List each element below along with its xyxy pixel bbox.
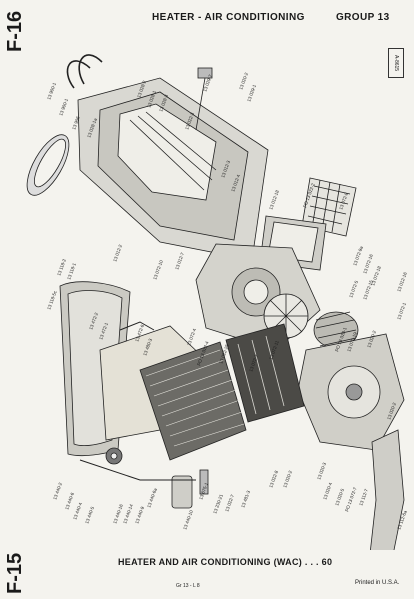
part-label-p25: 13 012-7 — [174, 251, 185, 270]
section-code-bottom: F-15 — [4, 552, 26, 594]
part-label-p40: 13 472-6 — [134, 323, 145, 342]
part-label-p56: 13 020-2 — [282, 469, 293, 488]
part-label-p20: 13 072-15 — [362, 279, 374, 300]
part-label-p53: 13 022-7 — [224, 493, 235, 512]
part-label-p55: 13 022-8 — [268, 469, 279, 488]
group-label: GROUP 13 — [336, 12, 390, 23]
part-label-p59: 13 020-5 — [334, 487, 345, 506]
part-label-p29: 13 022-25 — [218, 343, 230, 364]
figure-caption: HEATER AND AIR CONDITIONING (WAC) . . . … — [118, 557, 333, 567]
part-label-p5: 13 028-2 — [136, 79, 147, 98]
part-label-p4: 13 028-1a — [86, 117, 98, 138]
page-code: Gr 13 - L 8 — [176, 583, 200, 589]
part-label-p18: 13 072-16 — [362, 253, 374, 274]
part-label-p10: 13 029-1 — [246, 83, 257, 102]
part-label-p16: 13 072-8 — [338, 191, 349, 210]
part-label-p14: 13 012-18 — [268, 189, 280, 210]
upper-heater-housing — [77, 77, 269, 261]
filter-grid — [301, 177, 357, 237]
control-valve — [195, 67, 213, 131]
part-label-p38: 13 472-1 — [98, 321, 109, 340]
lower-fan-housing — [297, 333, 405, 451]
part-label-p3: 13 906 — [71, 115, 81, 130]
part-label-p47: 13 440-14 — [122, 503, 134, 524]
part-label-p12: 13 012-3 — [220, 159, 231, 178]
part-label-p7: 13 028-3 — [158, 93, 169, 112]
part-label-p42: 13 440-2 — [52, 481, 63, 500]
part-label-p41: 13 480-3 — [142, 337, 153, 356]
part-label-p27: 13 072-4 — [186, 327, 197, 346]
part-label-p9: 13 020-2 — [238, 71, 249, 90]
part-label-p39: 13 472-2 — [88, 311, 99, 330]
part-label-p30: 13 072-11 — [268, 339, 280, 360]
part-label-p22: 13 012-16 — [396, 271, 408, 292]
part-label-p37: 13 118-5c — [46, 289, 58, 310]
inlet-ring — [26, 134, 70, 196]
part-label-p44: 13 440-4 — [72, 501, 83, 520]
blower-motor — [313, 311, 359, 349]
printed-note: Printed in U.S.A. — [355, 580, 400, 586]
part-label-p19: 13 072-18 — [370, 265, 382, 286]
part-label-p2: 13 900-1 — [58, 97, 69, 116]
part-label-p43: 13 440-6 — [64, 491, 75, 510]
receiver-drier — [171, 469, 209, 509]
part-label-p60: PO 13 072-7 — [344, 486, 358, 512]
part-label-p61: 13 112-7 — [358, 488, 369, 507]
part-label-p26: 13 012-2 — [112, 243, 123, 262]
part-label-p17: 13 072-9a — [352, 245, 364, 266]
part-label-p1: 13 900-1 — [46, 81, 57, 100]
figure-tag: A-8615 — [388, 48, 404, 78]
part-label-p8: 13 029-7 — [202, 73, 213, 92]
part-label-p11: 13 022-3 — [184, 111, 195, 130]
part-label-p49: 13 440-6a — [146, 487, 158, 508]
expansion-valve — [105, 447, 123, 465]
part-label-p57: 13 020-3 — [316, 461, 327, 480]
part-label-p62: 13 112-6a — [396, 509, 408, 530]
air-duct — [370, 429, 405, 550]
part-label-p36: 13 118-1 — [66, 262, 77, 281]
heater-core — [139, 341, 247, 461]
evaporator-core — [225, 323, 305, 423]
part-label-p34: 13 020-2 — [366, 329, 377, 348]
part-label-p23: 13 072-1 — [396, 301, 407, 320]
part-label-p33: 13 072-19 — [346, 331, 358, 352]
part-label-p48: 13 440-9 — [134, 505, 145, 524]
part-label-p65: 13 020-2 — [386, 401, 397, 420]
part-label-p46: 13 440-16 — [112, 503, 124, 524]
part-label-p35: 13 118-2 — [56, 258, 67, 277]
part-label-p54: 13 481-3 — [240, 489, 251, 508]
part-label-p51: 13 675-1 — [198, 481, 209, 500]
part-label-p6: 13 028-1 — [146, 89, 157, 108]
part-label-p52: 13 230-21 — [212, 493, 224, 514]
part-label-p50: 13 440-10 — [182, 509, 194, 530]
part-label-p13: 13 012-4 — [230, 173, 241, 192]
page-title: HEATER - AIR CONDITIONING — [152, 12, 305, 23]
part-label-p24: 13 072-10 — [152, 259, 164, 280]
part-label-p31: 13 072-7 — [248, 353, 259, 372]
part-label-p21: 13 072-5 — [348, 279, 359, 298]
part-label-p58: 13 020-4 — [322, 481, 333, 500]
part-label-p45: 13 440-5 — [84, 505, 95, 524]
